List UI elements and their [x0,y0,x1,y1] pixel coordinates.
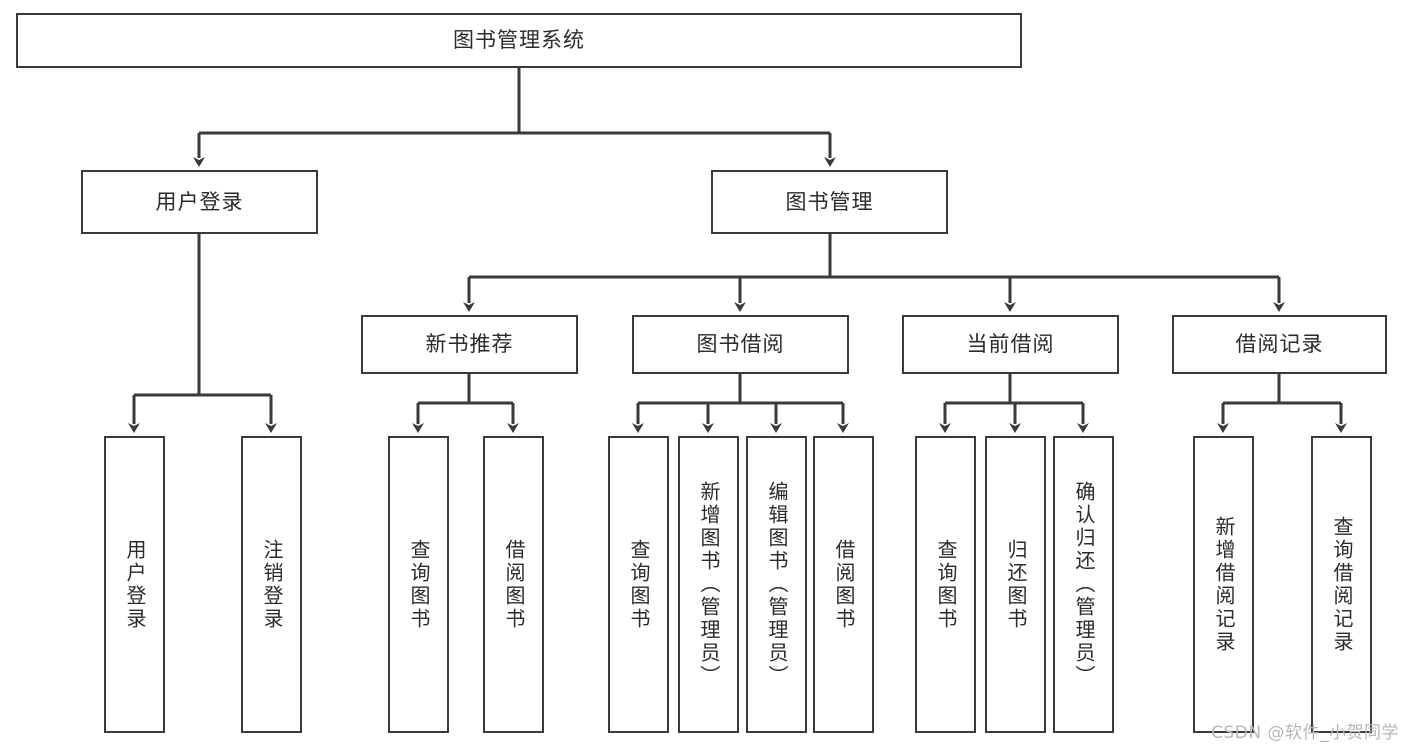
node-root[interactable]: 图书管理系统 [16,13,1022,68]
node-leaf-user-login-label: 用户登录 [123,538,147,631]
node-leaf-query-record-label: 查询借阅记录 [1330,515,1354,654]
node-leaf-query-book-3[interactable]: 查询图书 [915,436,976,733]
node-leaf-query-book-1[interactable]: 查询图书 [388,436,449,733]
node-new-book-recommend-label: 新书推荐 [425,332,514,357]
node-leaf-confirm-return[interactable]: 确认归还（管理员） [1053,436,1114,733]
node-leaf-user-login[interactable]: 用户登录 [104,436,165,733]
node-leaf-query-book-2-label: 查询图书 [627,538,651,631]
node-leaf-edit-book[interactable]: 编辑图书（管理员） [746,436,807,733]
node-leaf-return-book-label: 归还图书 [1004,538,1028,631]
node-book-manage-label: 图书管理 [785,189,874,214]
watermark-text: CSDN @软件_小贺同学 [1211,723,1399,743]
node-book-manage[interactable]: 图书管理 [711,170,948,234]
node-leaf-edit-book-label: 编辑图书（管理员） [765,481,789,688]
node-leaf-logout-login[interactable]: 注销登录 [241,436,302,733]
node-leaf-confirm-return-label: 确认归还（管理员） [1072,481,1096,688]
node-root-label: 图书管理系统 [453,28,585,53]
node-leaf-borrow-book-1[interactable]: 借阅图书 [483,436,544,733]
node-leaf-add-book-label: 新增图书（管理员） [697,481,721,688]
node-leaf-return-book[interactable]: 归还图书 [985,436,1046,733]
node-leaf-add-record[interactable]: 新增借阅记录 [1193,436,1254,733]
node-leaf-add-book[interactable]: 新增图书（管理员） [678,436,739,733]
node-book-borrow[interactable]: 图书借阅 [632,315,849,374]
node-leaf-add-record-label: 新增借阅记录 [1212,515,1236,654]
node-current-borrow-label: 当前借阅 [966,332,1055,357]
node-leaf-query-book-2[interactable]: 查询图书 [608,436,669,733]
node-leaf-query-book-3-label: 查询图书 [934,538,958,631]
node-leaf-borrow-book-1-label: 借阅图书 [502,538,526,631]
node-current-borrow[interactable]: 当前借阅 [902,315,1119,374]
node-leaf-borrow-book-2-label: 借阅图书 [832,538,856,631]
node-borrow-record[interactable]: 借阅记录 [1172,315,1387,374]
node-borrow-record-label: 借阅记录 [1235,332,1324,357]
node-user-login-label: 用户登录 [155,189,244,214]
node-leaf-query-book-1-label: 查询图书 [407,538,431,631]
node-user-login[interactable]: 用户登录 [81,170,318,234]
node-new-book-recommend[interactable]: 新书推荐 [361,315,578,374]
node-book-borrow-label: 图书借阅 [696,332,785,357]
node-leaf-query-record[interactable]: 查询借阅记录 [1311,436,1372,733]
node-leaf-borrow-book-2[interactable]: 借阅图书 [813,436,874,733]
node-leaf-logout-login-label: 注销登录 [260,538,284,631]
